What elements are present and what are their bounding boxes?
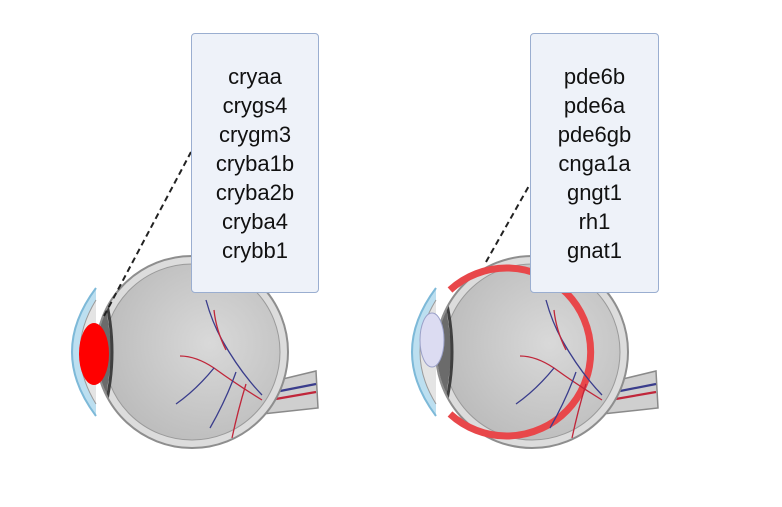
retina-gene: cnga1a [558, 150, 631, 176]
retina-gene-list: pde6b pde6a pde6gb cnga1a gngt1 rh1 gnat… [558, 62, 631, 265]
lens-gene: cryba1b [215, 150, 295, 176]
lens-gene: cryba2b [215, 179, 295, 205]
lens-gene: crygs4 [222, 92, 288, 118]
eye-retina-icon [411, 183, 659, 449]
eye-lens-icon [71, 151, 319, 449]
retina-gene: pde6b [563, 63, 626, 89]
lens-highlight [79, 323, 109, 385]
lens-gene: crygm3 [218, 121, 292, 147]
retina-gene: pde6gb [557, 121, 632, 147]
lens-gene: cryaa [228, 63, 282, 89]
retina-gene-box: pde6b pde6a pde6gb cnga1a gngt1 rh1 gnat… [530, 33, 659, 293]
lens-gene: cryba4 [221, 208, 289, 234]
lens-gene: crybb1 [221, 237, 289, 263]
retina-gene: pde6a [563, 92, 626, 118]
lens-gene-list: cryaa crygs4 crygm3 cryba1b cryba2b cryb… [216, 62, 294, 265]
retina-gene: gnat1 [566, 237, 623, 263]
retina-highlight [447, 264, 595, 440]
retina-gene: gngt1 [566, 179, 623, 205]
lens-gene-box: cryaa crygs4 crygm3 cryba1b cryba2b cryb… [191, 33, 319, 293]
retina-gene: rh1 [578, 208, 611, 234]
